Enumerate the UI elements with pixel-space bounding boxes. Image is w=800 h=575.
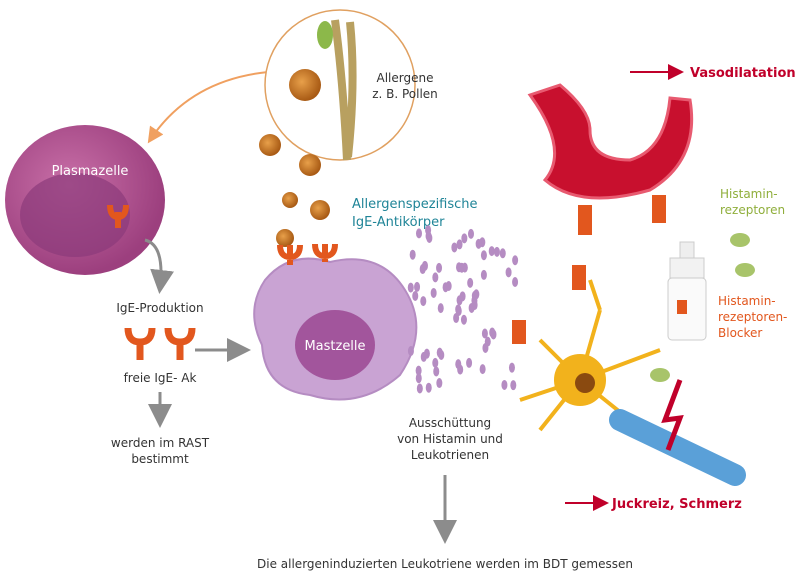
eye-drop-bottle [667, 241, 707, 341]
granule [471, 300, 478, 311]
nerve-fiber [609, 409, 746, 486]
ige-antikoerper-label-2: IgE-Antikörper [352, 215, 445, 230]
granule [425, 382, 432, 393]
granule [415, 365, 422, 376]
granule [453, 313, 460, 324]
granule [479, 364, 486, 375]
free-antibodies-icon [124, 327, 196, 360]
receptor-icons [650, 233, 755, 382]
granule [455, 304, 462, 315]
granule [466, 357, 473, 368]
granule [412, 290, 419, 301]
granule [433, 366, 440, 377]
ausschuettung-label: Ausschüttung [409, 416, 491, 430]
granule [442, 282, 449, 293]
granule [456, 239, 463, 250]
histaminrezeptoren-label: Histamin- [720, 187, 778, 201]
blocker-label: Histamin- [718, 294, 776, 308]
rast-label-2: bestimmt [131, 452, 189, 466]
granule [475, 238, 482, 249]
granule [415, 228, 422, 239]
blood-vessel [527, 83, 694, 200]
antibody-icon [107, 204, 129, 228]
mast-cell: Mastzelle [253, 243, 418, 401]
granule [508, 362, 515, 373]
granule [451, 242, 458, 253]
rast-label: werden im RAST [111, 436, 210, 450]
plasma-cell: Plasmazelle [5, 125, 165, 275]
granule [480, 250, 487, 261]
granule [493, 246, 500, 257]
granule [430, 287, 437, 298]
allergene-label-2: z. B. Pollen [372, 87, 438, 101]
granule [437, 303, 444, 314]
vessel-receptors [512, 195, 666, 344]
ige-produktion-label: IgE-Produktion [116, 301, 203, 315]
pollen-illustration: Allergene z. B. Pollen [264, 9, 438, 161]
granule [420, 351, 427, 362]
ige-antikoerper-label: Allergenspezifische [352, 197, 478, 212]
lightning-icon [661, 379, 684, 451]
histamine-granules [407, 225, 519, 394]
freie-ige-label: freie IgE- Ak [124, 371, 197, 385]
granule [510, 380, 517, 391]
granule [415, 373, 422, 384]
allergene-label: Allergene [377, 71, 434, 85]
granule [481, 328, 488, 339]
granule [505, 267, 512, 278]
granule [488, 246, 495, 257]
pollen-grains [259, 134, 330, 247]
blocker-label-2: rezeptoren- [718, 310, 787, 324]
juckreiz-label: Juckreiz, Schmerz [611, 497, 742, 512]
granule [461, 233, 468, 244]
granule [484, 336, 491, 347]
granule [432, 272, 439, 283]
vasodilatation-label: Vasodilatation [690, 66, 796, 81]
blocker-label-3: Blocker [718, 326, 762, 340]
granule [458, 262, 465, 273]
granule [467, 228, 474, 239]
granule [436, 347, 443, 358]
granule [407, 346, 414, 357]
granule [501, 379, 508, 390]
mastzelle-label: Mastzelle [304, 339, 365, 354]
granule [414, 281, 421, 292]
plasmazelle-label: Plasmazelle [52, 164, 129, 179]
granule [436, 262, 443, 273]
orange-arrow [147, 71, 269, 144]
granule [460, 314, 467, 325]
granule [421, 260, 428, 271]
nerve-cell [519, 279, 661, 432]
granule [407, 282, 414, 293]
histaminrezeptoren-label-2: rezeptoren [720, 203, 785, 217]
granule [457, 364, 464, 375]
grey-arrow [144, 238, 174, 294]
granule [436, 378, 443, 389]
granule [512, 276, 519, 287]
antibody-icon [277, 243, 338, 265]
granule [512, 255, 519, 266]
granule [416, 383, 423, 394]
ausschuettung-label-3: Leukotrienen [411, 448, 489, 462]
granule [420, 296, 427, 307]
granule [459, 291, 466, 302]
granule [467, 277, 474, 288]
bottom-caption: Die allergeninduzierten Leukotriene werd… [257, 557, 633, 571]
granule [489, 327, 496, 338]
granule [409, 249, 416, 260]
granule [480, 269, 487, 280]
granule [499, 248, 506, 259]
granule [432, 357, 439, 368]
ausschuettung-label-2: von Histamin und [397, 432, 503, 446]
granule [425, 225, 432, 236]
